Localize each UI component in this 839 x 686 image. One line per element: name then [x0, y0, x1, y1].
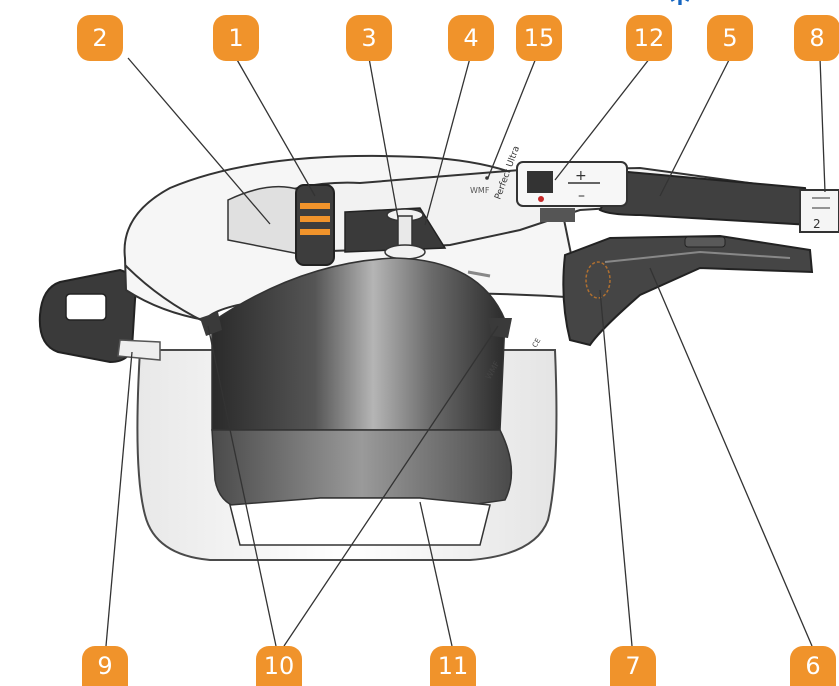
display-plus-label: +	[575, 168, 587, 184]
callout-4: 4	[448, 15, 494, 61]
gasket-left	[200, 312, 222, 336]
leader-7	[599, 289, 633, 647]
leader-11	[419, 501, 453, 647]
leader-10b	[283, 325, 499, 647]
callout-15: 15	[516, 15, 562, 61]
leader-5	[659, 57, 731, 197]
display-screen	[527, 171, 553, 193]
leader-3	[368, 57, 399, 219]
leader-2	[127, 57, 271, 225]
side-handle-bracket	[117, 339, 161, 361]
note-asterisk: *	[669, 0, 691, 26]
callout-11: 11	[430, 646, 476, 686]
callout-2: 2	[77, 15, 123, 61]
pot-interior	[211, 257, 506, 431]
display-minus-label: –	[578, 188, 585, 204]
callout-10: 10	[256, 646, 302, 686]
indicator-ring-3	[300, 229, 330, 235]
locking-indicator	[585, 261, 611, 299]
callout-8: 8	[794, 15, 839, 61]
callout-12: 12	[626, 15, 672, 61]
leader-4	[424, 57, 471, 226]
valve-seat	[384, 244, 426, 260]
indicator-ring-2	[300, 216, 330, 222]
handle-brand-mark: WMF	[470, 186, 490, 195]
pot-ce-mark: CE	[531, 337, 543, 349]
display-led	[538, 196, 544, 202]
leader-15	[487, 57, 537, 179]
display-lug	[540, 208, 575, 222]
callout-5: 5	[707, 15, 753, 61]
scale-value: 2	[813, 217, 821, 231]
side-handle-slot	[65, 293, 107, 321]
callout-9: 9	[82, 646, 128, 686]
leader-1	[235, 57, 316, 197]
lid-indicator-mark	[467, 270, 491, 278]
lid-handle-dark	[598, 170, 814, 227]
leader-12	[554, 57, 651, 181]
handle-slider	[684, 236, 726, 248]
pressure-indicator	[295, 184, 335, 266]
pot-floor	[229, 497, 491, 546]
leader-10a	[207, 325, 277, 647]
pressure-scale	[799, 189, 839, 233]
leader-lines	[105, 57, 826, 647]
base-handle-highlight	[604, 250, 791, 263]
callout-7: 7	[610, 646, 656, 686]
base-handle	[562, 234, 814, 347]
callout-1: 1	[213, 15, 259, 61]
leader-6	[649, 267, 813, 647]
leader-8	[819, 57, 826, 193]
callout-6: 6	[790, 646, 836, 686]
leader-9	[105, 351, 133, 647]
indicator-ring-1	[300, 203, 330, 209]
lid-rim	[124, 264, 206, 323]
callout-3: 3	[346, 15, 392, 61]
